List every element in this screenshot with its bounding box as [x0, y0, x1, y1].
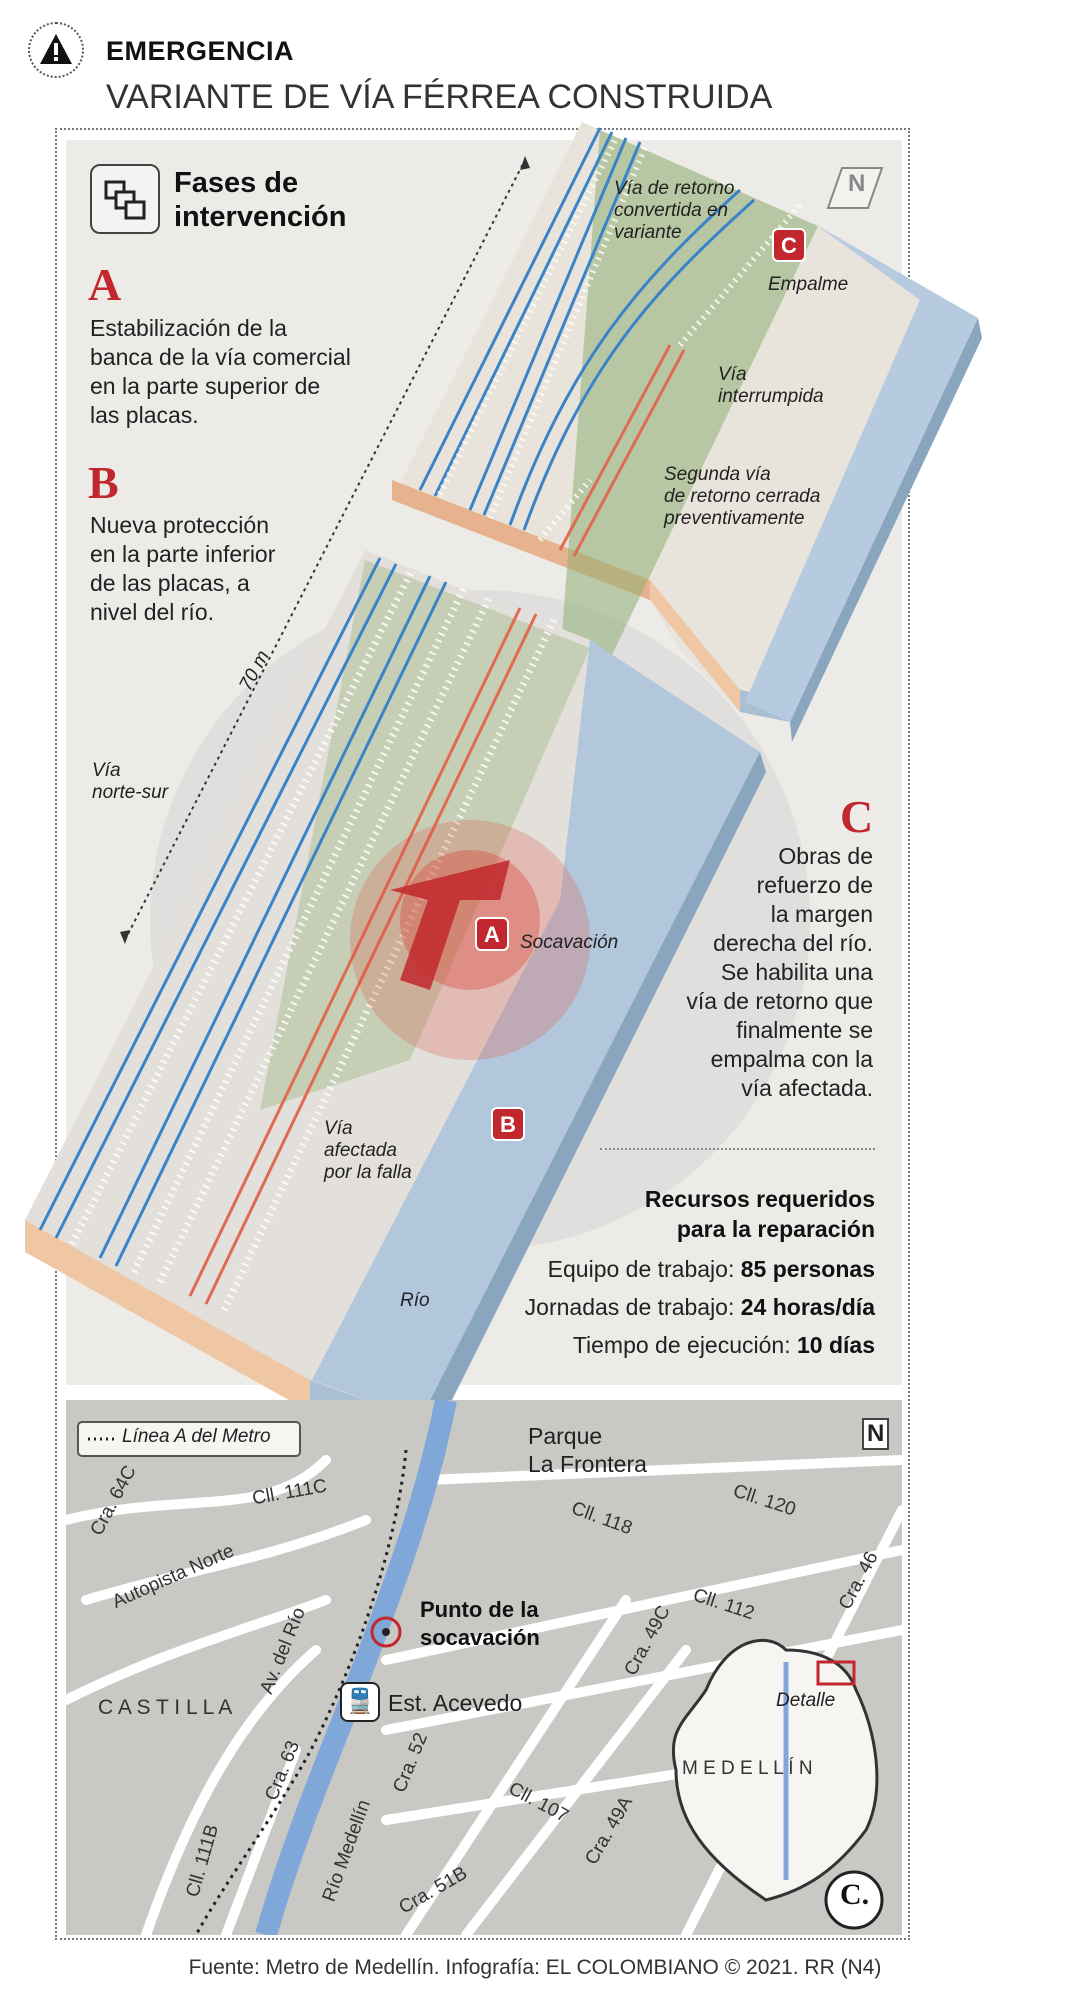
- map-roads: [66, 1400, 902, 1935]
- phase-a-letter: A: [88, 259, 122, 310]
- phases-title: Fases de intervención: [174, 167, 347, 233]
- lower-block: [25, 550, 766, 1420]
- badge-b: B: [491, 1107, 525, 1141]
- district-label: C A S T I L L A: [98, 1696, 233, 1719]
- warning-icon: [28, 22, 84, 78]
- source-credit: Fuente: Metro de Medellín. Infografía: E…: [188, 1956, 882, 1979]
- map-legend-label: Línea A del Metro: [122, 1426, 271, 1447]
- city-label: M E D E L L Í N: [682, 1758, 813, 1779]
- phases-icon: [90, 164, 160, 234]
- resource-row-shifts: Jornadas de trabajo: 24 horas/día: [524, 1294, 875, 1320]
- badge-c: C: [772, 228, 806, 262]
- badge-a: A: [475, 917, 509, 951]
- upper-block: [392, 122, 982, 742]
- kicker: EMERGENCIA: [106, 36, 295, 66]
- resources-divider: [600, 1148, 875, 1150]
- infographic-frame: [55, 128, 910, 1940]
- label-erosion: Socavación: [520, 932, 619, 953]
- detail-label: Detalle: [776, 1690, 836, 1711]
- publisher-logo: C.: [840, 1878, 870, 1911]
- railway-diagram: [25, 122, 982, 1420]
- north-indicator-map: N: [862, 1418, 890, 1450]
- label-river: Río: [400, 1290, 430, 1311]
- north-indicator-diagram: N: [848, 170, 866, 197]
- train-station-icon: 🚆: [340, 1682, 380, 1722]
- station-label: Est. Acevedo: [388, 1690, 523, 1716]
- page-title: VARIANTE DE VÍA FÉRREA CONSTRUIDA: [106, 78, 773, 116]
- label-junction: Empalme: [768, 274, 849, 295]
- resource-row-time: Tiempo de ejecución: 10 días: [572, 1332, 875, 1358]
- resource-row-team: Equipo de trabajo: 85 personas: [547, 1256, 875, 1282]
- phase-c-letter: C: [840, 791, 874, 842]
- phase-b-letter: B: [88, 457, 119, 508]
